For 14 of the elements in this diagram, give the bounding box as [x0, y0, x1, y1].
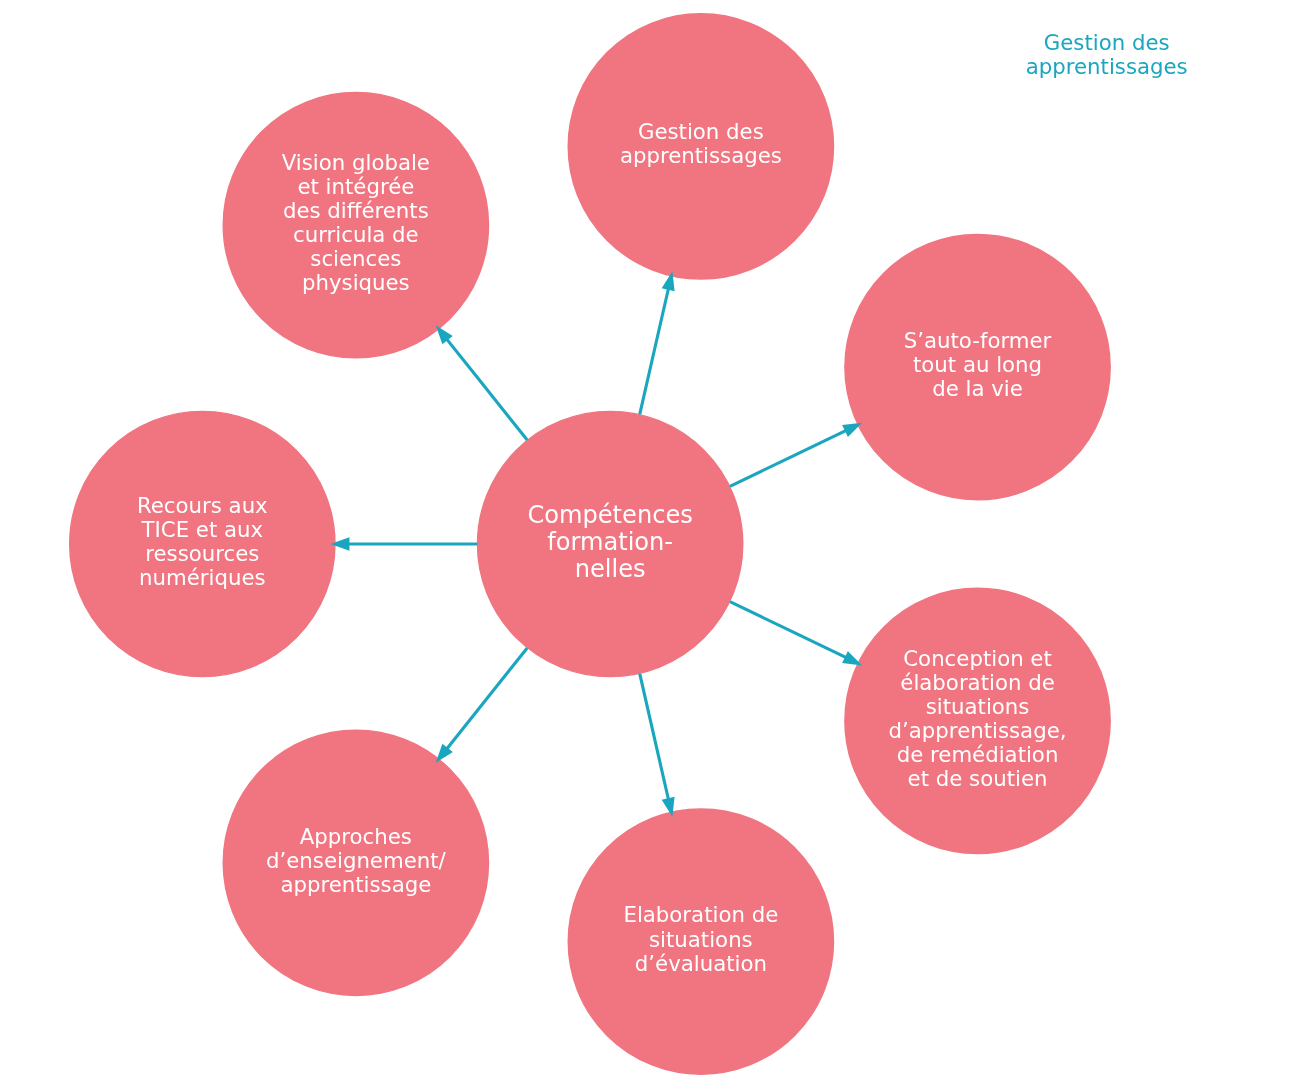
- node-circle: Approches d’enseignement/ apprentissage: [222, 729, 489, 997]
- node-circle: Vision globale et intégrée des différents curricula de sciences physiques: [222, 91, 489, 359]
- node-circle: Compétences formation- nelles: [476, 410, 743, 678]
- node-circle: Recours aux TICE et aux ressources numériques: [68, 410, 336, 678]
- node-circle: Elaboration de situations d’évaluation: [567, 808, 834, 1075]
- arrow: [637, 673, 675, 817]
- label: Gestion des apprentissages: [1025, 30, 1188, 80]
- arrow: [435, 647, 528, 763]
- arrow: [728, 600, 862, 666]
- arrow: [329, 537, 477, 551]
- arrow: [435, 325, 528, 441]
- arrow: [637, 271, 675, 415]
- node-circle: Gestion des apprentissages: [567, 13, 834, 280]
- arrow: [728, 422, 862, 488]
